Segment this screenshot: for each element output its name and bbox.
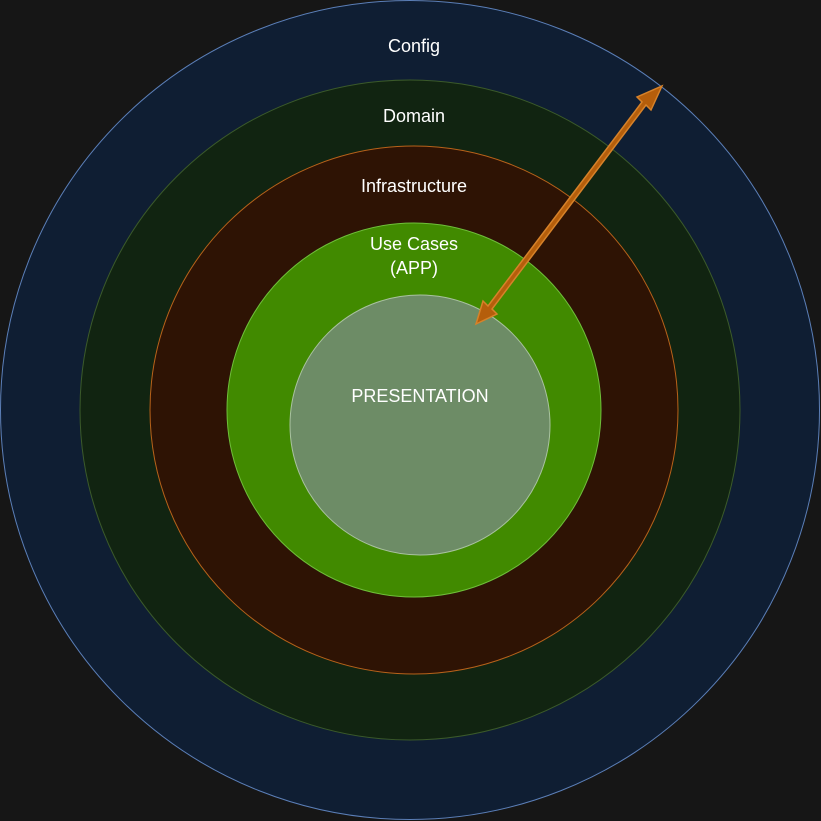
use-cases-label: Use Cases [370,234,458,254]
dependency-arrow [474,84,664,326]
config-label: Config [388,36,440,56]
presentation-layer [289,294,551,556]
presentation-core [289,294,551,556]
double-headed-arrow-icon [474,84,664,326]
infrastructure-label: Infrastructure [361,176,467,196]
domain-label: Domain [383,106,445,126]
use-cases-sublabel: (APP) [390,258,438,278]
presentation-label: PRESENTATION [351,386,488,406]
